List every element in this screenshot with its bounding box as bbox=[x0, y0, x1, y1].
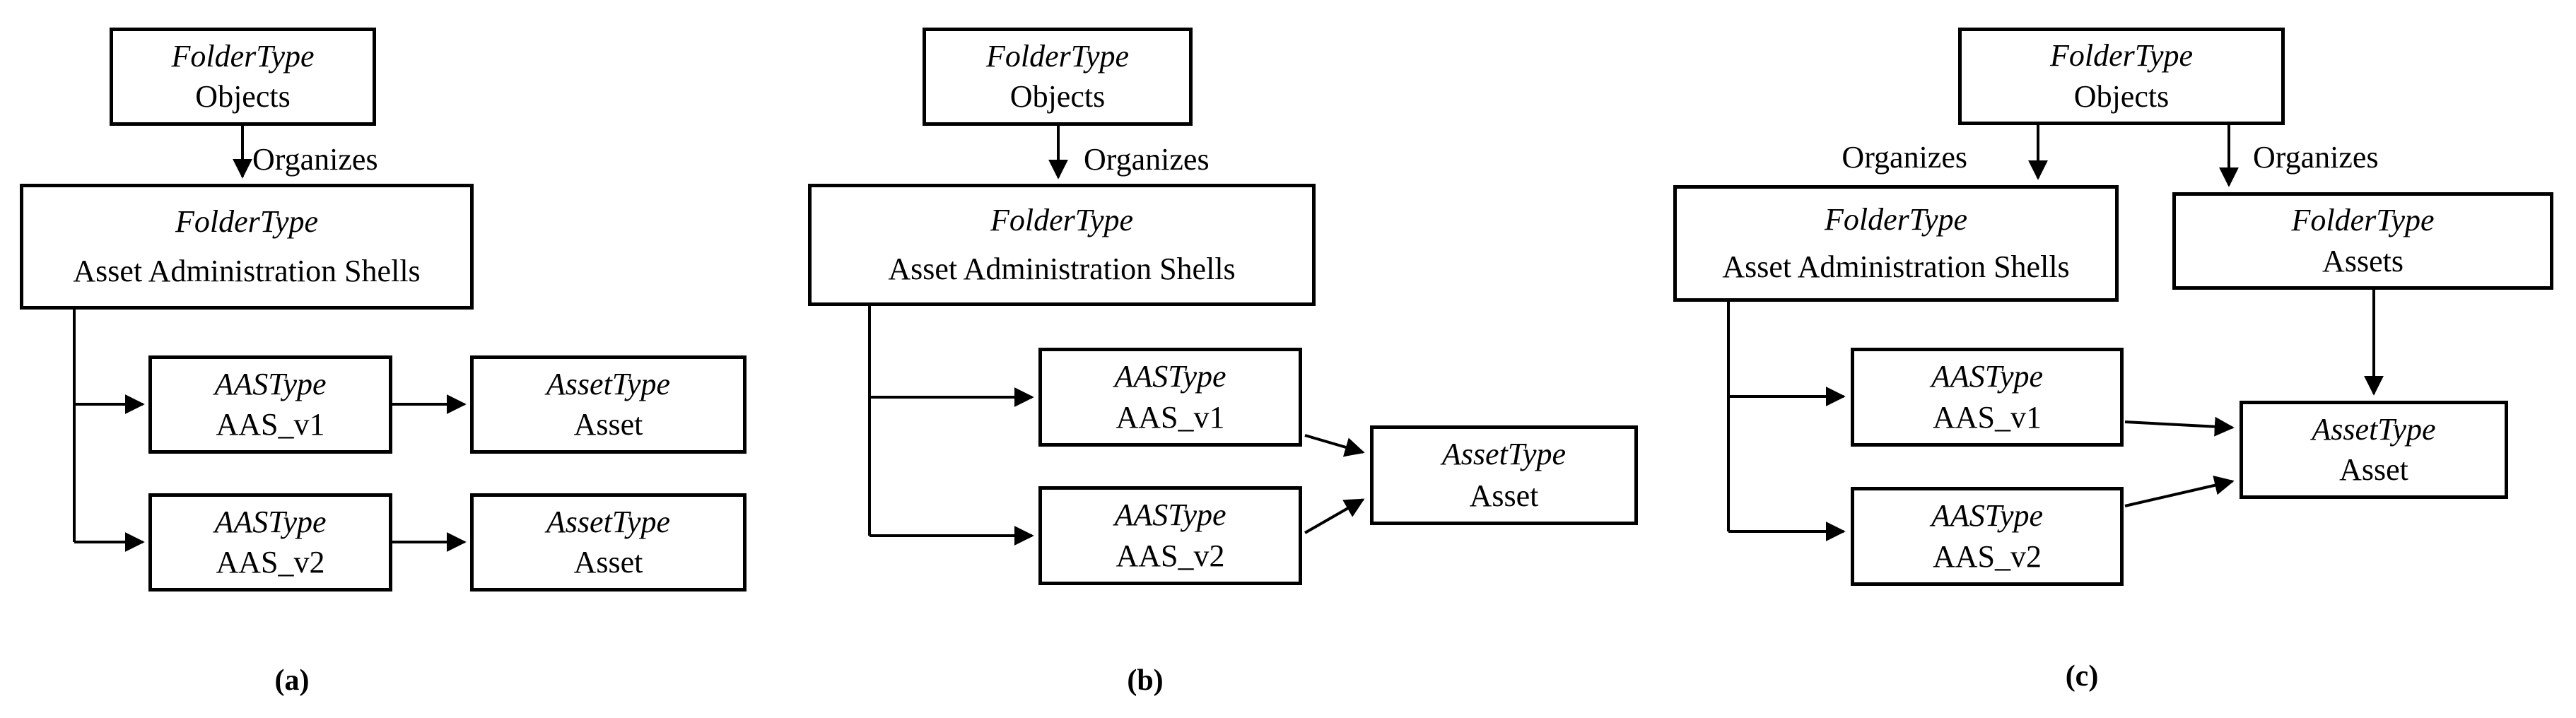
node-c-aas-folder: FolderType Asset Administration Shells bbox=[1673, 185, 2119, 302]
node-name-label: Asset bbox=[573, 545, 643, 580]
edge-label-organizes-c-right: Organizes bbox=[2253, 140, 2379, 175]
node-name-label: AAS_v1 bbox=[1932, 400, 2042, 435]
node-a-aas-v1: AASType AAS_v1 bbox=[148, 355, 392, 454]
node-type-label: FolderType bbox=[990, 203, 1134, 237]
node-type-label: AssetType bbox=[2312, 411, 2436, 447]
node-type-label: AssetType bbox=[546, 366, 671, 401]
node-a-aas-folder: FolderType Asset Administration Shells bbox=[20, 184, 474, 310]
node-a-objects: FolderType Objects bbox=[110, 28, 376, 126]
node-type-label: FolderType bbox=[175, 204, 319, 239]
node-type-label: AASType bbox=[1931, 359, 2044, 394]
node-b-aas-v2: AASType AAS_v2 bbox=[1038, 486, 1302, 585]
connector-b-aasv1-to-asset bbox=[1304, 434, 1365, 457]
edge-label-organizes-c-left: Organizes bbox=[1842, 140, 1967, 175]
node-name-label: AAS_v2 bbox=[216, 545, 325, 580]
node-name-label: Asset bbox=[573, 407, 643, 442]
node-type-label: AASType bbox=[1114, 498, 1226, 532]
node-a-asset-2: AssetType Asset bbox=[470, 493, 747, 592]
node-type-label: AASType bbox=[214, 366, 327, 401]
node-name-label: Asset Administration Shells bbox=[73, 254, 421, 289]
node-type-label: FolderType bbox=[1824, 202, 1968, 237]
node-c-assets-folder: FolderType Assets bbox=[2172, 192, 2553, 290]
node-type-label: AssetType bbox=[546, 504, 671, 539]
edge-label-organizes-a: Organizes bbox=[252, 142, 378, 177]
connector-c-aasv1-to-asset bbox=[2124, 416, 2235, 437]
node-b-asset: AssetType Asset bbox=[1370, 425, 1638, 525]
node-type-label: AASType bbox=[214, 504, 327, 539]
diagram-caption-c: (c) bbox=[2065, 660, 2099, 693]
node-name-label: Asset bbox=[2339, 452, 2408, 488]
node-name-label: Objects bbox=[2073, 78, 2170, 114]
node-name-label: Asset Administration Shells bbox=[1722, 249, 2070, 284]
node-name-label: Objects bbox=[195, 79, 291, 114]
node-c-objects: FolderType Objects bbox=[1958, 28, 2285, 125]
node-type-label: AASType bbox=[1931, 498, 2044, 533]
connector-b-aasv2-to-asset bbox=[1304, 498, 1365, 534]
diagram-caption-b: (b) bbox=[1127, 664, 1164, 697]
node-a-aas-v2: AASType AAS_v2 bbox=[148, 493, 392, 592]
connector-c-aasv2-to-asset bbox=[2124, 476, 2235, 507]
node-b-aas-v1: AASType AAS_v1 bbox=[1038, 348, 1302, 447]
node-name-label: Assets bbox=[2322, 243, 2404, 278]
node-b-aas-folder: FolderType Asset Administration Shells bbox=[808, 184, 1316, 306]
node-b-objects: FolderType Objects bbox=[923, 28, 1193, 126]
node-type-label: FolderType bbox=[2049, 38, 2194, 73]
node-name-label: Asset bbox=[1469, 478, 1539, 513]
diagram-caption-a: (a) bbox=[274, 664, 310, 697]
node-a-asset-1: AssetType Asset bbox=[470, 355, 747, 454]
node-type-label: AASType bbox=[1114, 359, 1226, 394]
node-type-label: AssetType bbox=[1441, 437, 1567, 472]
node-type-label: FolderType bbox=[2291, 203, 2435, 238]
node-type-label: FolderType bbox=[985, 38, 1130, 73]
node-name-label: Objects bbox=[1009, 79, 1106, 114]
node-type-label: FolderType bbox=[171, 38, 315, 73]
node-name-label: AAS_v2 bbox=[1932, 539, 2042, 574]
node-name-label: Asset Administration Shells bbox=[888, 252, 1236, 286]
node-name-label: AAS_v1 bbox=[216, 407, 325, 442]
node-name-label: AAS_v2 bbox=[1116, 538, 1225, 573]
edge-label-organizes-b: Organizes bbox=[1084, 142, 1210, 177]
node-c-asset: AssetType Asset bbox=[2240, 401, 2508, 499]
node-c-aas-v2: AASType AAS_v2 bbox=[1851, 487, 2124, 586]
node-name-label: AAS_v1 bbox=[1116, 400, 1225, 435]
node-c-aas-v1: AASType AAS_v1 bbox=[1851, 348, 2124, 447]
